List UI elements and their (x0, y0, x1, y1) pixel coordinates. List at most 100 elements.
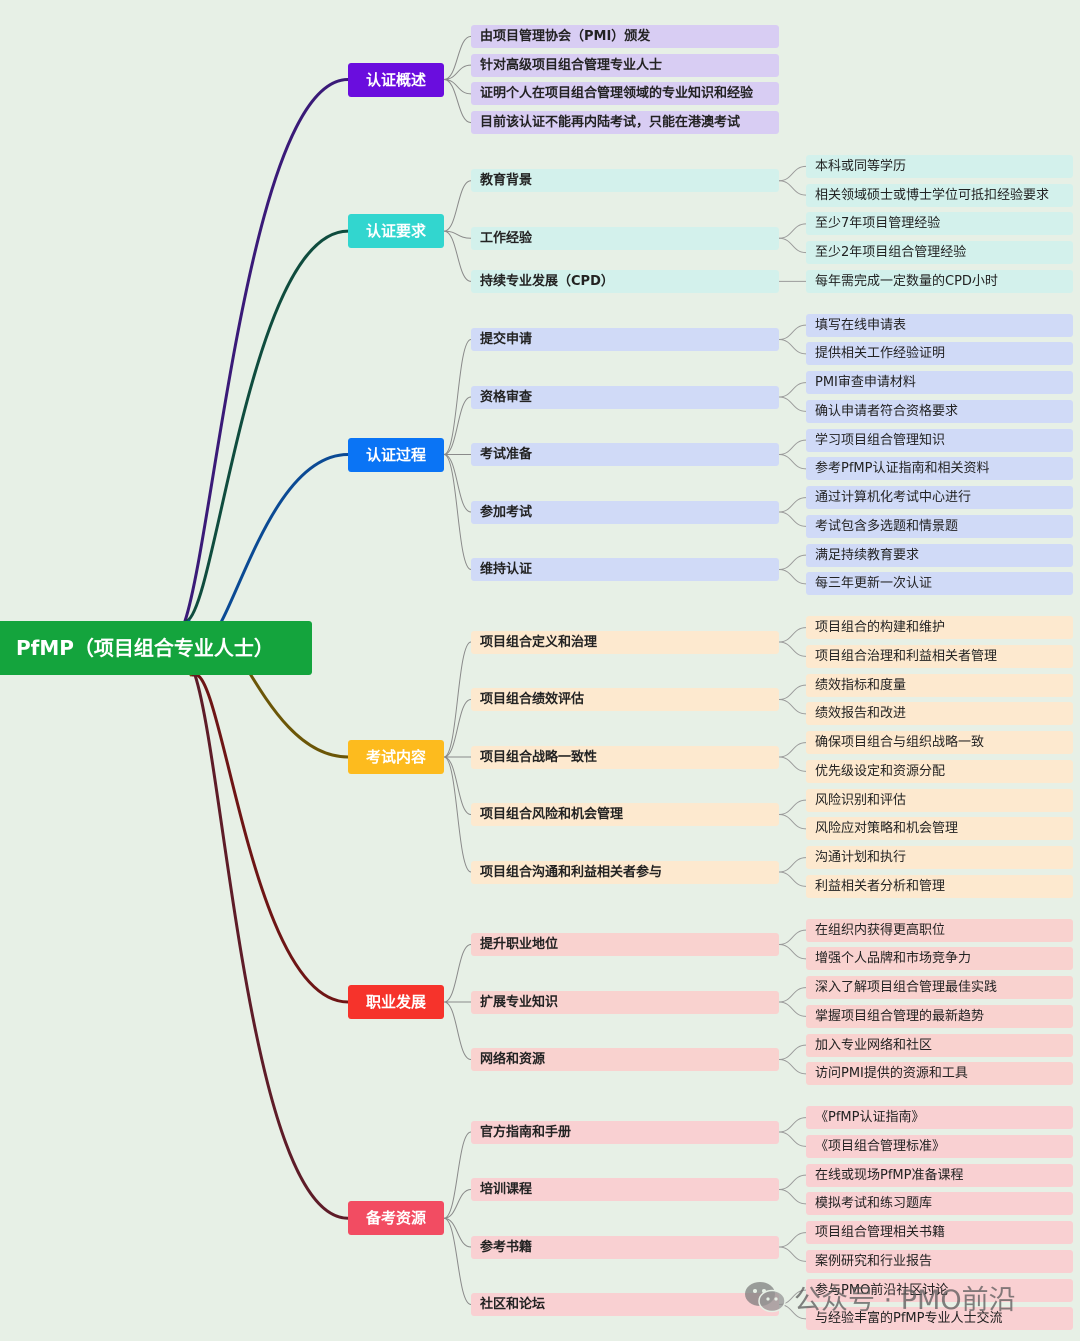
subtopic-connector (443, 230, 472, 282)
leaf-connector (778, 641, 807, 657)
leaf-node[interactable]: 《PfMP认证指南》 (806, 1106, 1073, 1130)
leaf-node[interactable]: 深入了解项目组合管理最佳实践 (806, 976, 1073, 1000)
subtopic-node[interactable]: 由项目管理协会（PMI）颁发 (471, 24, 779, 48)
root-node[interactable]: PfMP（项目组合专业人士） (0, 621, 312, 675)
leaf-connector (778, 237, 807, 254)
leaf-node[interactable]: 访问PMI提供的资源和工具 (806, 1062, 1073, 1086)
subtopic-node[interactable]: 网络和资源 (471, 1048, 779, 1071)
leaf-node[interactable]: 通过计算机化考试中心进行 (806, 486, 1073, 510)
leaf-connector (778, 1117, 807, 1133)
subtopic-node[interactable]: 项目组合沟通和利益相关者参与 (471, 860, 779, 884)
subtopic-node[interactable]: 官方指南和手册 (471, 1120, 779, 1144)
subtopic-node[interactable]: 培训课程 (471, 1178, 779, 1201)
subtopic-node[interactable]: 项目组合绩效评估 (471, 688, 779, 711)
category-node[interactable]: 认证过程 (348, 437, 444, 472)
leaf-node[interactable]: 优先级设定和资源分配 (806, 759, 1073, 783)
leaf-node[interactable]: 至少2年项目组合管理经验 (806, 241, 1073, 265)
leaf-node[interactable]: 至少7年项目管理经验 (806, 212, 1073, 236)
subtopic-node[interactable]: 工作经验 (471, 226, 779, 250)
leaf-node[interactable]: 加入专业网络和社区 (806, 1033, 1073, 1057)
leaf-node[interactable]: PMI审查申请材料 (806, 371, 1073, 395)
category-connector (185, 229, 350, 623)
leaf-node[interactable]: 利益相关者分析和管理 (806, 874, 1073, 898)
leaf-connector (778, 1059, 807, 1075)
leaf-connector (778, 223, 807, 239)
subtopic-node[interactable]: 参考书籍 (471, 1235, 779, 1259)
leaf-node[interactable]: 风险应对策略和机会管理 (806, 817, 1073, 841)
leaf-node[interactable]: 本科或同等学历 (806, 154, 1073, 178)
leaf-node[interactable]: 相关领域硕士或博士学位可抵扣经验要求 (806, 183, 1073, 207)
subtopic-node[interactable]: 项目组合定义和治理 (471, 630, 779, 654)
leaf-node[interactable]: 确保项目组合与组织战略一致 (806, 731, 1073, 755)
leaf-connector (778, 511, 807, 527)
leaf-node[interactable]: 满足持续教育要求 (806, 543, 1073, 567)
category-node[interactable]: 职业发展 (348, 985, 444, 1019)
subtopic-node[interactable]: 提升职业地位 (471, 933, 779, 956)
leaf-node[interactable]: 《项目组合管理标准》 (806, 1134, 1073, 1158)
leaf-connector (778, 1044, 807, 1060)
leaf-node[interactable]: 沟通计划和执行 (806, 846, 1073, 870)
leaf-node[interactable]: 风险识别和评估 (806, 788, 1073, 812)
leaf-node[interactable]: 每三年更新一次认证 (806, 572, 1073, 596)
leaf-connector (778, 396, 807, 412)
leaf-connector (778, 627, 807, 643)
subtopic-connector (443, 1189, 472, 1219)
subtopic-node[interactable]: 教育背景 (471, 169, 779, 193)
leaf-node[interactable]: 提供相关工作经验证明 (806, 342, 1073, 366)
leaf-connector (778, 1289, 807, 1305)
leaf-node[interactable]: 参与PMO前沿社区讨论 (806, 1278, 1073, 1302)
leaf-node[interactable]: 绩效指标和度量 (806, 673, 1073, 697)
subtopic-node[interactable]: 维持认证 (471, 558, 779, 581)
leaf-node[interactable]: 确认申请者符合资格要求 (806, 399, 1073, 423)
subtopic-node[interactable]: 针对高级项目组合管理专业人士 (471, 53, 779, 77)
leaf-connector (778, 439, 807, 455)
leaf-connector (778, 165, 807, 182)
leaf-node[interactable]: 案例研究和行业报告 (806, 1249, 1073, 1273)
leaf-node[interactable]: 模拟考试和练习题库 (806, 1192, 1073, 1216)
subtopic-node[interactable]: 持续专业发展（CPD） (471, 269, 779, 293)
leaf-connector (778, 1001, 807, 1017)
subtopic-connector (443, 1001, 472, 1060)
subtopic-connector (443, 756, 472, 873)
leaf-connector (778, 382, 807, 398)
leaf-connector (778, 814, 807, 830)
leaf-node[interactable]: 每年需完成一定数量的CPD小时 (806, 269, 1073, 293)
subtopic-node[interactable]: 社区和论坛 (471, 1293, 779, 1316)
leaf-node[interactable]: 学习项目组合管理知识 (806, 428, 1073, 452)
category-node[interactable]: 认证概述 (348, 62, 444, 97)
category-node[interactable]: 备考资源 (348, 1201, 444, 1236)
leaf-node[interactable]: 掌握项目组合管理的最新趋势 (806, 1004, 1073, 1028)
subtopic-node[interactable]: 资格审查 (471, 385, 779, 409)
subtopic-node[interactable]: 项目组合风险和机会管理 (471, 803, 779, 826)
leaf-node[interactable]: 项目组合的构建和维护 (806, 616, 1073, 640)
subtopic-connector (443, 64, 472, 80)
subtopic-node[interactable]: 目前该认证不能再内陆考试，只能在港澳考试 (471, 111, 779, 135)
subtopic-node[interactable]: 提交申请 (471, 328, 779, 351)
subtopic-node[interactable]: 考试准备 (471, 443, 779, 466)
subtopic-connector (443, 35, 472, 80)
leaf-node[interactable]: 在组织内获得更高职位 (806, 918, 1073, 942)
leaf-node[interactable]: 填写在线申请表 (806, 313, 1073, 337)
subtopic-node[interactable]: 扩展专业知识 (471, 990, 779, 1014)
leaf-node[interactable]: 参考PfMP认证指南和相关资料 (806, 457, 1073, 481)
subtopic-node[interactable]: 项目组合战略一致性 (471, 745, 779, 769)
subtopic-node[interactable]: 证明个人在项目组合管理领域的专业知识和经验 (471, 82, 779, 106)
leaf-connector (778, 454, 807, 470)
leaf-node[interactable]: 与经验丰富的PfMP专业人士交流 (806, 1307, 1073, 1331)
subtopic-connector (443, 1217, 472, 1305)
leaf-node[interactable]: 项目组合治理和利益相关者管理 (806, 644, 1073, 668)
category-node[interactable]: 认证要求 (348, 214, 444, 249)
leaf-node[interactable]: 增强个人品牌和市场竞争力 (806, 947, 1073, 971)
leaf-node[interactable]: 绩效报告和改进 (806, 702, 1073, 726)
subtopic-node[interactable]: 参加考试 (471, 500, 779, 524)
subtopic-connector (443, 1217, 472, 1248)
leaf-connector (778, 987, 807, 1003)
subtopic-connector (443, 454, 472, 513)
leaf-node[interactable]: 项目组合管理相关书籍 (806, 1221, 1073, 1245)
category-node[interactable]: 考试内容 (348, 740, 444, 774)
leaf-node[interactable]: 在线或现场PfMP准备课程 (806, 1163, 1073, 1187)
leaf-connector (778, 339, 807, 355)
leaf-node[interactable]: 考试包含多选题和情景题 (806, 514, 1073, 538)
subtopic-connector (443, 339, 472, 455)
